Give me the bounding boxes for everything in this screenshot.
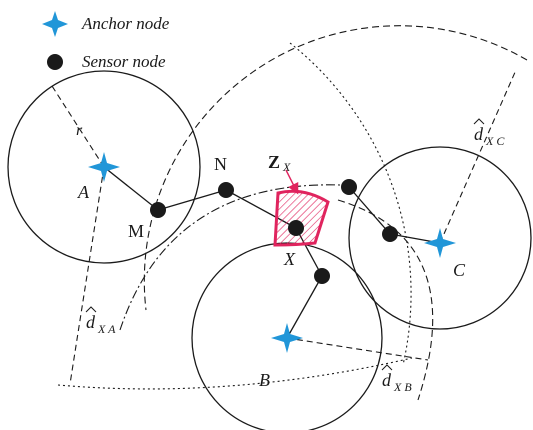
sensor-node-x bbox=[288, 220, 304, 236]
range-circle-a bbox=[7, 70, 201, 264]
hop-path bbox=[103, 166, 441, 339]
label-d-xa: d X A bbox=[85, 306, 116, 336]
anchor-node-b bbox=[271, 323, 303, 353]
svg-text:X A: X A bbox=[97, 322, 116, 336]
label-c: C bbox=[453, 260, 466, 280]
svg-text:d: d bbox=[474, 124, 484, 144]
svg-text:X B: X B bbox=[393, 380, 412, 394]
distance-line-xc bbox=[439, 69, 517, 244]
label-d-xb: d X B bbox=[381, 364, 412, 394]
sensor-node-near-b bbox=[314, 268, 330, 284]
sensor-node-n bbox=[218, 182, 234, 198]
sensor-node-near-c-top bbox=[341, 179, 357, 195]
svg-text:d: d bbox=[86, 312, 96, 332]
svg-text:d: d bbox=[382, 370, 392, 390]
legend: Anchor node Sensor node bbox=[42, 11, 170, 71]
anchor-node-c bbox=[424, 228, 456, 258]
distance-line-xa bbox=[69, 166, 105, 385]
legend-sensor-icon bbox=[47, 54, 63, 70]
label-r: r bbox=[76, 122, 83, 139]
region-pointer-arrow bbox=[285, 169, 299, 195]
label-b: B bbox=[259, 370, 270, 390]
distance-line-xb bbox=[286, 337, 429, 361]
range-circle-c bbox=[348, 146, 532, 330]
distance-arc-c bbox=[143, 25, 528, 311]
label-x: X bbox=[283, 249, 296, 269]
sensor-node-near-c bbox=[382, 226, 398, 242]
label-m: M bbox=[128, 221, 144, 241]
label-n: N bbox=[214, 154, 227, 174]
distance-arc-b bbox=[337, 199, 434, 401]
distance-arc-a-bottom bbox=[57, 357, 413, 390]
svg-text:X C: X C bbox=[485, 134, 505, 148]
legend-sensor-label: Sensor node bbox=[82, 52, 166, 71]
anchor-node-a bbox=[88, 152, 120, 182]
legend-anchor-label: Anchor node bbox=[81, 14, 170, 33]
feasible-region bbox=[273, 189, 330, 247]
label-a: A bbox=[77, 182, 90, 202]
label-d-xc: d X C bbox=[473, 118, 505, 148]
distance-arc-a bbox=[289, 42, 412, 366]
radius-line-a bbox=[51, 85, 105, 168]
label-z: Z bbox=[268, 152, 280, 172]
sensor-node-m bbox=[150, 202, 166, 218]
label-z-subscript: X bbox=[282, 160, 291, 174]
legend-anchor-icon bbox=[42, 11, 68, 37]
